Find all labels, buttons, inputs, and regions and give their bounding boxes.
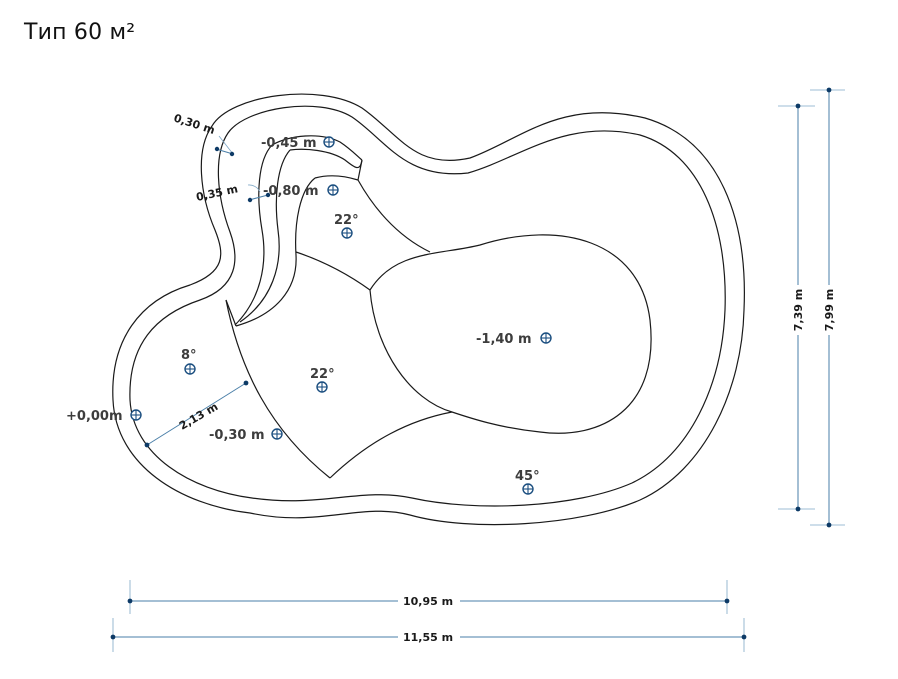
- slope-label-bottom: 45°: [515, 469, 540, 484]
- entry-divider: [225, 299, 237, 327]
- outer-coping-outline: [112, 93, 745, 526]
- depth-label-entry: +0,00m: [66, 409, 123, 424]
- slope-zone-upper-right: [357, 179, 431, 253]
- wall-thickness-label: 0,30 m: [172, 111, 216, 136]
- step-arc-2: [239, 149, 291, 323]
- page-title: Тип 60 м²: [24, 20, 136, 45]
- step-edge-3: [314, 175, 359, 181]
- outer-width-label: 7,99 m: [823, 289, 836, 331]
- step-width-label: 0,35 m: [195, 182, 239, 204]
- marker-second-step: [327, 184, 339, 196]
- slope-label-left: 8°: [181, 348, 197, 363]
- pool-outlines: [112, 93, 745, 526]
- step-end-line: [357, 159, 363, 181]
- markers: [130, 136, 552, 495]
- marker-entry: [130, 409, 142, 421]
- labels: -0,45 m -0,80 m 22° -1,40 m 8° 22° +0,00…: [66, 136, 540, 484]
- step-arc-3: [235, 177, 316, 327]
- step-top-edge: [271, 135, 363, 161]
- marker-left-slope: [184, 363, 196, 375]
- inner-coping-outline: [129, 105, 726, 507]
- marker-top-step: [323, 136, 335, 148]
- deep-zone-outline: [369, 234, 652, 434]
- entry-steps: [225, 135, 363, 327]
- marker-upper-slope: [341, 227, 353, 239]
- vertical-dimensions: 7,39 m 7,99 m: [778, 87, 845, 528]
- shallow-zone-left: [225, 299, 331, 479]
- depth-label-second-step: -0,80 m: [263, 184, 319, 199]
- step-edge-2: [289, 148, 363, 169]
- marker-bottom-slope: [522, 483, 534, 495]
- slope-label-upper: 22°: [334, 213, 359, 228]
- inner-length-label: 10,95 m: [403, 595, 453, 608]
- zone-dividers: [225, 179, 652, 479]
- horizontal-dimensions: 10,95 m 11,55 m: [110, 580, 747, 652]
- step-arc-1: [234, 144, 273, 326]
- slope-label-center: 22°: [310, 367, 335, 382]
- depth-label-deep: -1,40 m: [476, 332, 532, 347]
- outer-length-label: 11,55 m: [403, 631, 453, 644]
- shallow-zone-bottom: [329, 411, 453, 479]
- depth-label-shallow: -0,30 m: [209, 428, 265, 443]
- depth-label-top-step: -0,45 m: [261, 136, 317, 151]
- inner-width-label: 7,39 m: [792, 289, 805, 331]
- marker-shallow: [271, 428, 283, 440]
- marker-deep: [540, 332, 552, 344]
- slope-zone-upper-left: [295, 251, 371, 291]
- marker-center-slope: [316, 381, 328, 393]
